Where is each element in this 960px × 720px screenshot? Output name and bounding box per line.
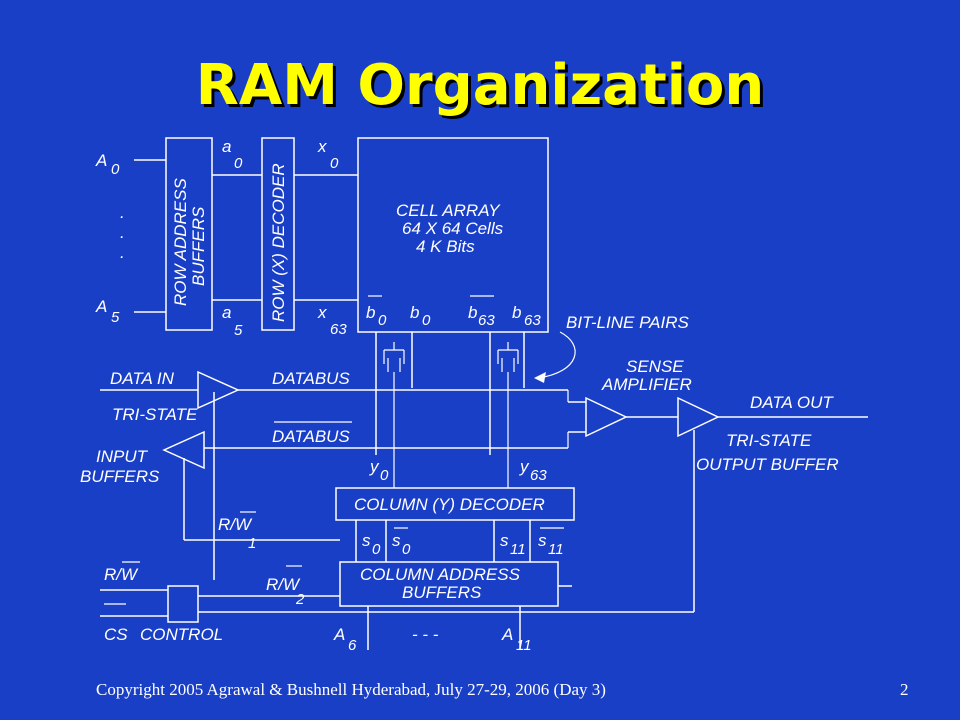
- data-out-label: DATA OUT: [750, 393, 834, 412]
- column-decoder-label: COLUMN (Y) DECODER: [354, 495, 545, 514]
- s11-sub: 11: [510, 541, 526, 558]
- rw1-label: R/W: [218, 515, 253, 534]
- control-section: R/W 1 R/W CS CONTROL R/W 2: [100, 392, 694, 644]
- input-buffer-top: [197, 370, 240, 410]
- row-dots-3: .: [120, 243, 125, 262]
- input-a0-sub: 0: [111, 161, 120, 178]
- input-a6-label: A: [333, 625, 345, 644]
- input-a5-sub: 5: [111, 309, 120, 326]
- row-dots-1: .: [120, 203, 125, 222]
- sense-amplifier-line-1: SENSE: [626, 357, 684, 376]
- tri-state-label: TRI-STATE: [112, 405, 198, 424]
- b63-bar-sub: 63: [478, 312, 495, 329]
- output-buffer-line-2: OUTPUT BUFFER: [696, 455, 839, 474]
- bitline-wiring: [375, 332, 525, 488]
- input-a11-label: A: [501, 625, 513, 644]
- row-address-section: A 0 . . . A 5 ROW ADDRESS BUFFERS a 0 a …: [95, 137, 358, 339]
- input-a5-label: A: [95, 297, 107, 316]
- column-address-section: COLUMN ADDRESS BUFFERS A 6 - - - A 11: [333, 561, 559, 654]
- column-address-buffers-box: [339, 561, 559, 607]
- page-number: 2: [900, 680, 909, 699]
- s0-bar-sub: 0: [402, 541, 411, 558]
- s0-bar-label: s: [392, 531, 401, 550]
- sense-amplifier: [585, 396, 628, 438]
- row-decoder-label: ROW (X) DECODER: [269, 163, 288, 322]
- input-buffers-line-2: BUFFERS: [80, 467, 160, 486]
- bit-line-pairs-label: BIT-LINE PAIRS: [566, 313, 689, 332]
- input-a0-label: A: [95, 151, 107, 170]
- column-dots: - - -: [412, 625, 439, 644]
- control-label: CONTROL: [140, 625, 223, 644]
- output-section: SENSE AMPLIFIER DATA OUT TRI-STATE OUTPU…: [585, 357, 868, 612]
- row-address-buffers-label-1: ROW ADDRESS: [171, 178, 190, 306]
- y63-label: y: [519, 457, 530, 476]
- b0-bar-label: b: [366, 303, 375, 322]
- internal-a5-sub: 5: [234, 322, 243, 339]
- sense-amplifier-line-2: AMPLIFIER: [601, 375, 692, 394]
- cs-input-label: CS: [104, 625, 128, 644]
- rw-input-label: R/W: [104, 565, 139, 584]
- input-a6-sub: 6: [348, 637, 357, 654]
- b63-label: b: [512, 303, 521, 322]
- cell-array-line-1: CELL ARRAY: [396, 201, 501, 220]
- cell-array-line-3: 4 K Bits: [416, 237, 475, 256]
- b0-bar-sub: 0: [378, 312, 387, 329]
- internal-a0-label: a: [222, 137, 231, 156]
- x0-sub: 0: [330, 155, 339, 172]
- rw2-sub: 2: [295, 591, 305, 608]
- databus-section: DATA IN DATABUS TRI-STATE DATABUS INPUT …: [80, 369, 586, 486]
- input-buffers-line-1: INPUT: [96, 447, 149, 466]
- footer-copyright: Copyright 2005 Agrawal & Bushnell Hydera…: [96, 680, 606, 699]
- y0-sub: 0: [380, 467, 389, 484]
- rw2-label: R/W: [266, 575, 301, 594]
- s11-bar-sub: 11: [548, 541, 564, 558]
- control-box: [167, 585, 199, 623]
- b0-sub: 0: [422, 312, 431, 329]
- data-in-label: DATA IN: [110, 369, 175, 388]
- cell-array-box: [357, 137, 549, 333]
- internal-a0-sub: 0: [234, 155, 243, 172]
- b63-bar-label: b: [468, 303, 477, 322]
- output-buffer-line-1: TRI-STATE: [726, 431, 812, 450]
- x63-sub: 63: [330, 321, 347, 338]
- row-address-buffers-label-2: BUFFERS: [189, 206, 208, 286]
- row-dots-2: .: [120, 223, 125, 242]
- s11-bar-label: s: [538, 531, 547, 550]
- column-decoder-box: [335, 487, 575, 521]
- cell-array: CELL ARRAY 64 X 64 Cells 4 K Bits b 0 b …: [357, 137, 689, 383]
- internal-a5-label: a: [222, 303, 231, 322]
- databus-bar-label: DATABUS: [272, 427, 350, 446]
- b0-label: b: [410, 303, 419, 322]
- x0-label: x: [317, 137, 327, 156]
- b63-sub: 63: [524, 312, 541, 329]
- y0-label: y: [369, 457, 380, 476]
- bit-line-pairs-arrow: [537, 331, 576, 379]
- column-address-buffers-line-1: COLUMN ADDRESS: [360, 565, 521, 584]
- row-address-buffers-box: [165, 137, 213, 331]
- rw1-sub: 1: [248, 535, 256, 552]
- output-buffer: [677, 396, 720, 438]
- s11-label: s: [500, 531, 509, 550]
- row-decoder-box: [261, 137, 295, 331]
- s0-label: s: [362, 531, 371, 550]
- slide-title: RAM Organization: [195, 53, 765, 118]
- y63-sub: 63: [530, 467, 547, 484]
- column-address-buffers-line-2: BUFFERS: [402, 583, 482, 602]
- databus-label: DATABUS: [272, 369, 350, 388]
- column-decoder-section: y 0 y 63 COLUMN (Y) DECODER s 0 s 0 s 11…: [335, 457, 575, 562]
- x63-label: x: [317, 303, 327, 322]
- s0-sub: 0: [372, 541, 381, 558]
- input-a11-sub: 11: [516, 637, 532, 654]
- cell-array-line-2: 64 X 64 Cells: [402, 219, 504, 238]
